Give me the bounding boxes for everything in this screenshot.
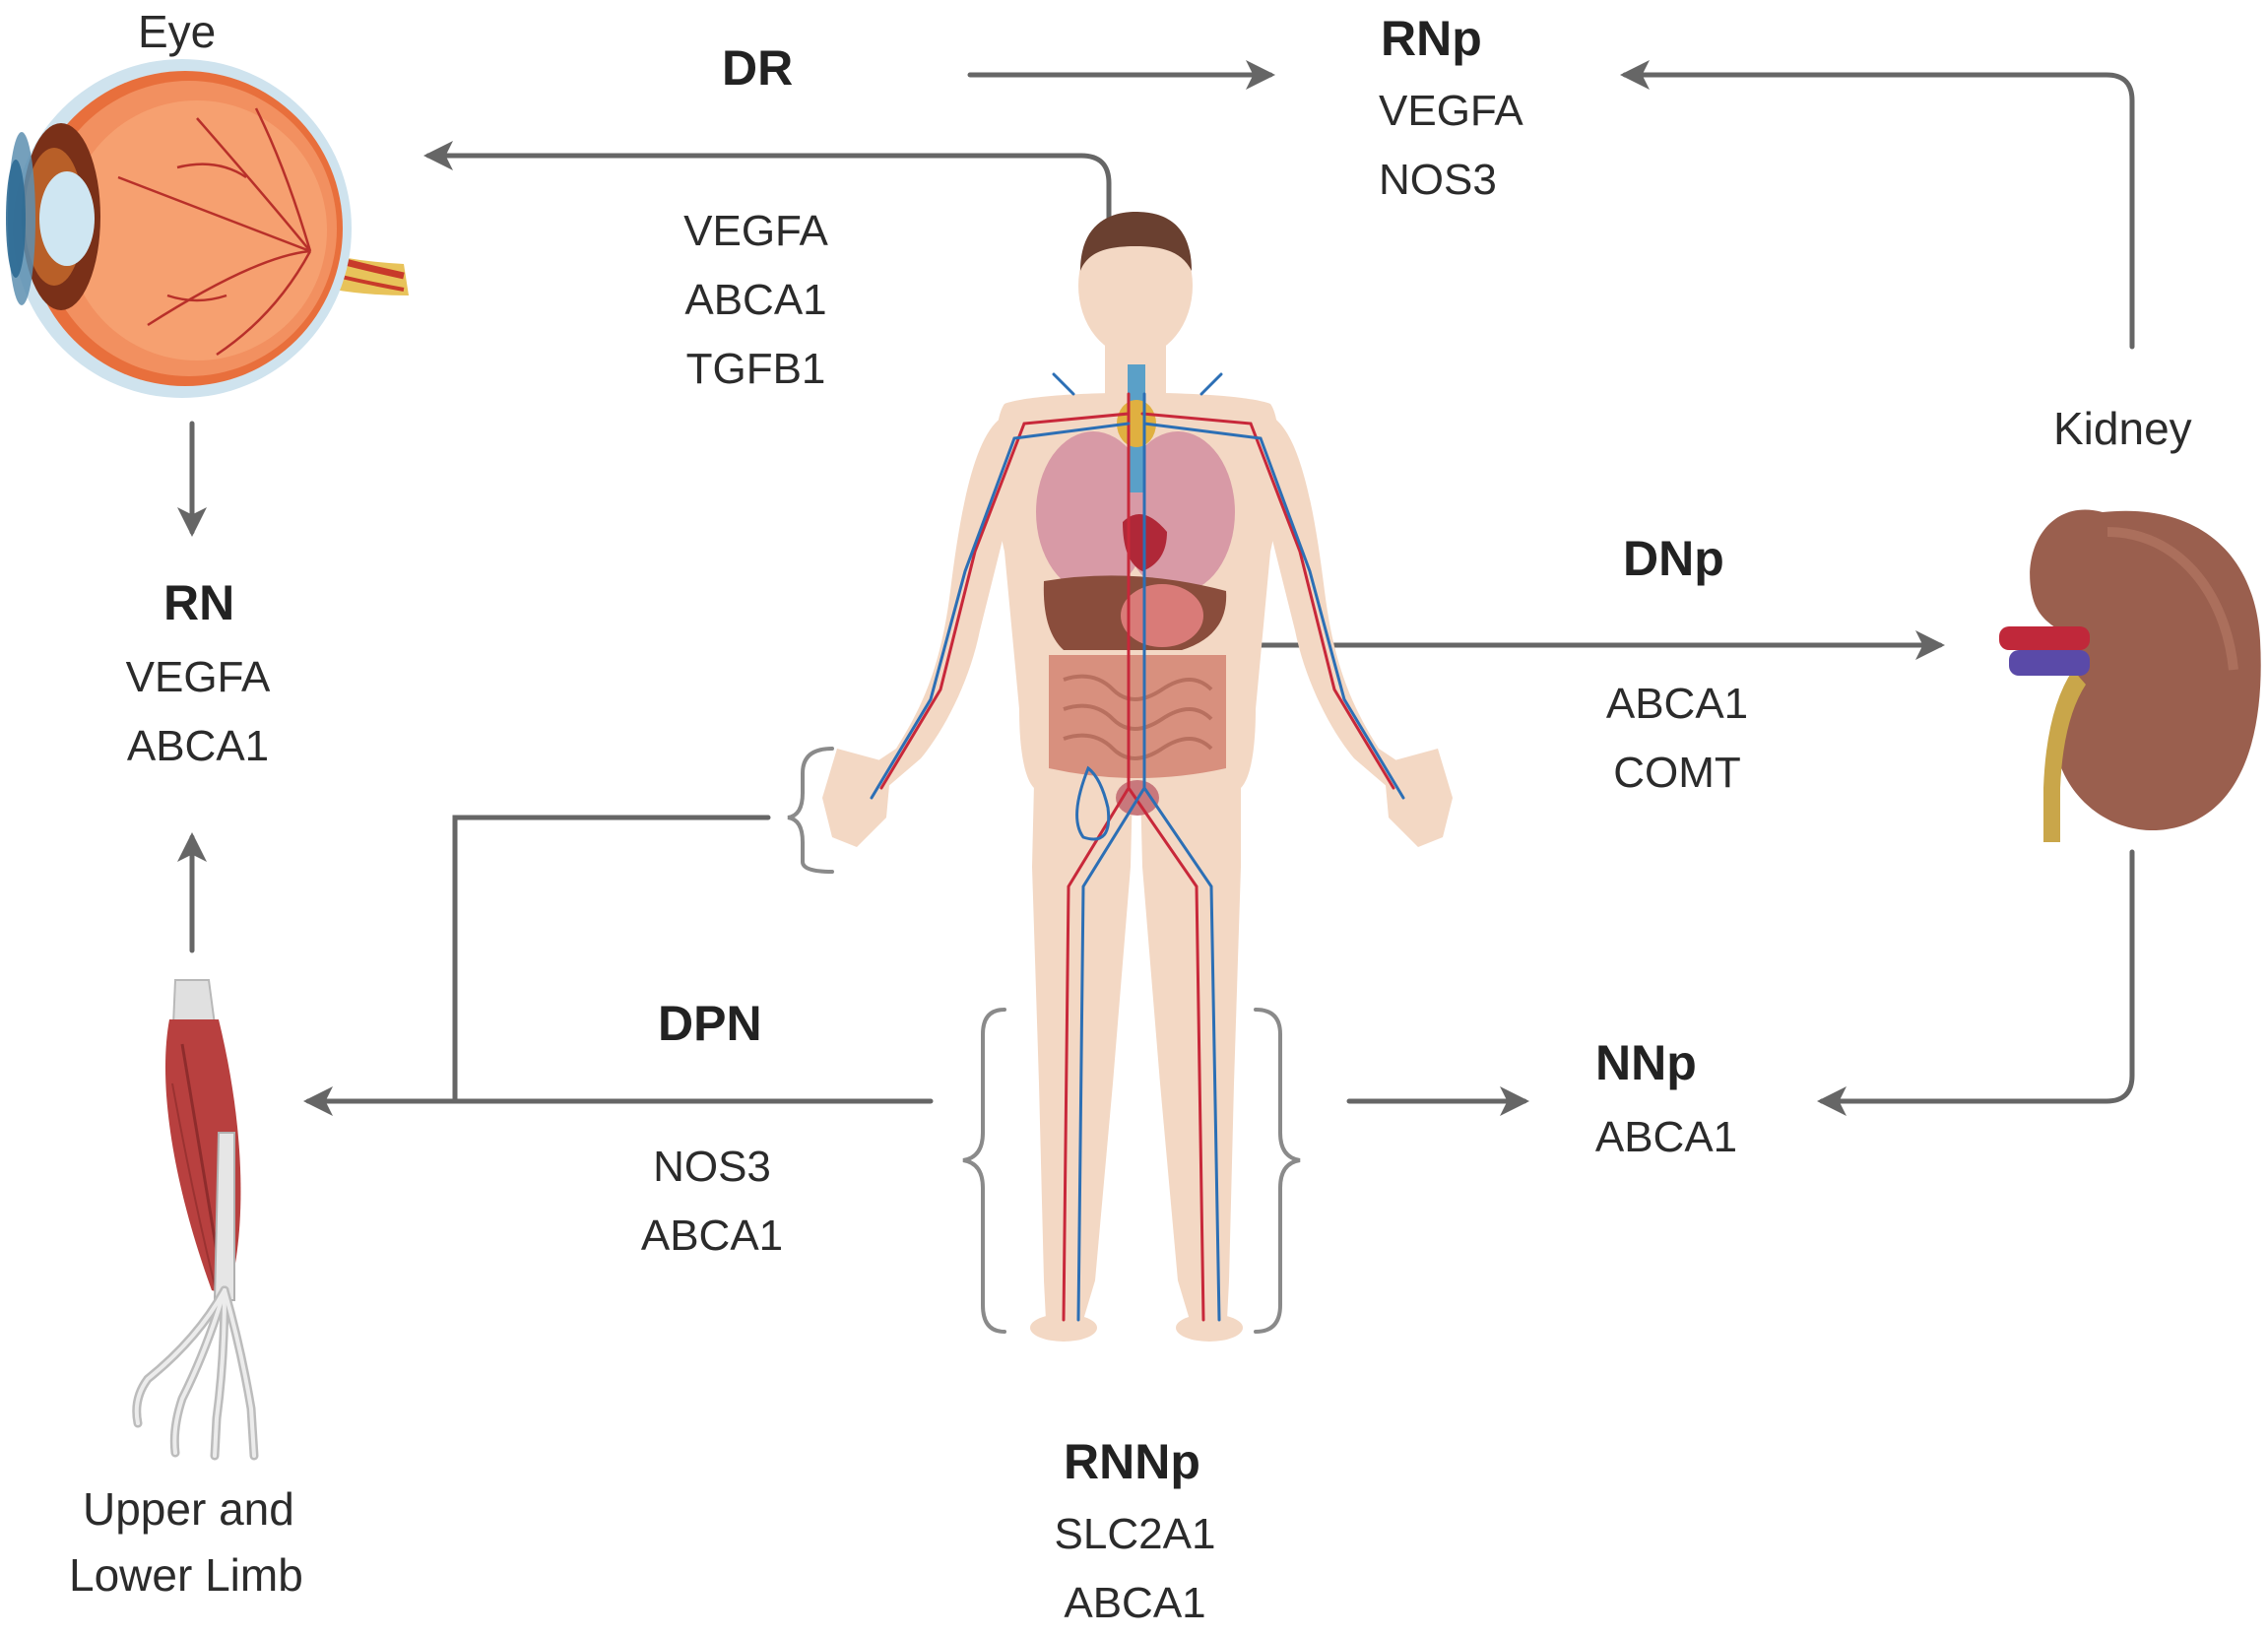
dpn-gene: NOS3 bbox=[653, 1143, 771, 1191]
rnnp-title: RNNp bbox=[1064, 1434, 1200, 1489]
brackets bbox=[787, 747, 1301, 1334]
legs-right-brace bbox=[1254, 1008, 1301, 1334]
rn-gene-list: VEGFA ABCA1 bbox=[125, 643, 271, 781]
dnp-title: DNp bbox=[1623, 531, 1724, 586]
rn-gene: VEGFA bbox=[125, 653, 271, 701]
limb-label-line-1: Upper and bbox=[83, 1483, 294, 1535]
nnp-title: NNp bbox=[1595, 1035, 1697, 1090]
dr-title: DR bbox=[722, 40, 794, 96]
rnnp-gene: SLC2A1 bbox=[1054, 1510, 1216, 1558]
dpn-title: DPN bbox=[658, 996, 762, 1051]
eye-label: Eye bbox=[138, 6, 217, 57]
rnp-gene: NOS3 bbox=[1379, 156, 1497, 204]
kidney-label: Kidney bbox=[2053, 403, 2192, 454]
connector-lines bbox=[177, 60, 2135, 1116]
arrow-kidney-to-nnp bbox=[1817, 849, 2135, 1116]
nnp-gene: ABCA1 bbox=[1594, 1113, 1738, 1161]
dnp-gene-list: ABCA1 COMT bbox=[1603, 670, 1751, 808]
dpn-gene: ABCA1 bbox=[640, 1212, 784, 1260]
legs-left-brace bbox=[962, 1008, 1006, 1334]
dnp-gene: ABCA1 bbox=[1605, 680, 1749, 728]
limb-label-line-2: Lower Limb bbox=[69, 1549, 303, 1601]
rnp-gene-list: VEGFA NOS3 bbox=[1379, 77, 1523, 215]
dr-gene-list: VEGFA ABCA1 TGFB1 bbox=[683, 197, 828, 404]
rnnp-gene: ABCA1 bbox=[1064, 1579, 1206, 1627]
nnp-gene-list: ABCA1 bbox=[1592, 1103, 1740, 1172]
rn-title: RN bbox=[163, 575, 235, 630]
rnnp-gene-list: SLC2A1 ABCA1 bbox=[1054, 1500, 1216, 1638]
rnp-gene: VEGFA bbox=[1379, 87, 1523, 135]
rn-gene: ABCA1 bbox=[126, 722, 270, 770]
dr-gene: TGFB1 bbox=[685, 345, 826, 393]
dr-gene: ABCA1 bbox=[684, 276, 827, 324]
line-hand-to-dpn bbox=[452, 815, 771, 1104]
kidney-illustration bbox=[1999, 509, 2261, 842]
dr-gene: VEGFA bbox=[683, 207, 828, 255]
rnp-title: RNp bbox=[1381, 11, 1482, 66]
limb-muscle-illustration bbox=[132, 979, 259, 1461]
dpn-gene-list: NOS3 ABCA1 bbox=[638, 1133, 786, 1271]
arrow-kidney-to-rnp bbox=[1620, 60, 2135, 350]
hand-brace bbox=[787, 747, 834, 874]
arrow-dr-to-eye bbox=[423, 141, 1112, 228]
human-body-illustration bbox=[822, 212, 1453, 1342]
dnp-gene: COMT bbox=[1613, 749, 1741, 797]
eye-illustration bbox=[6, 59, 409, 398]
